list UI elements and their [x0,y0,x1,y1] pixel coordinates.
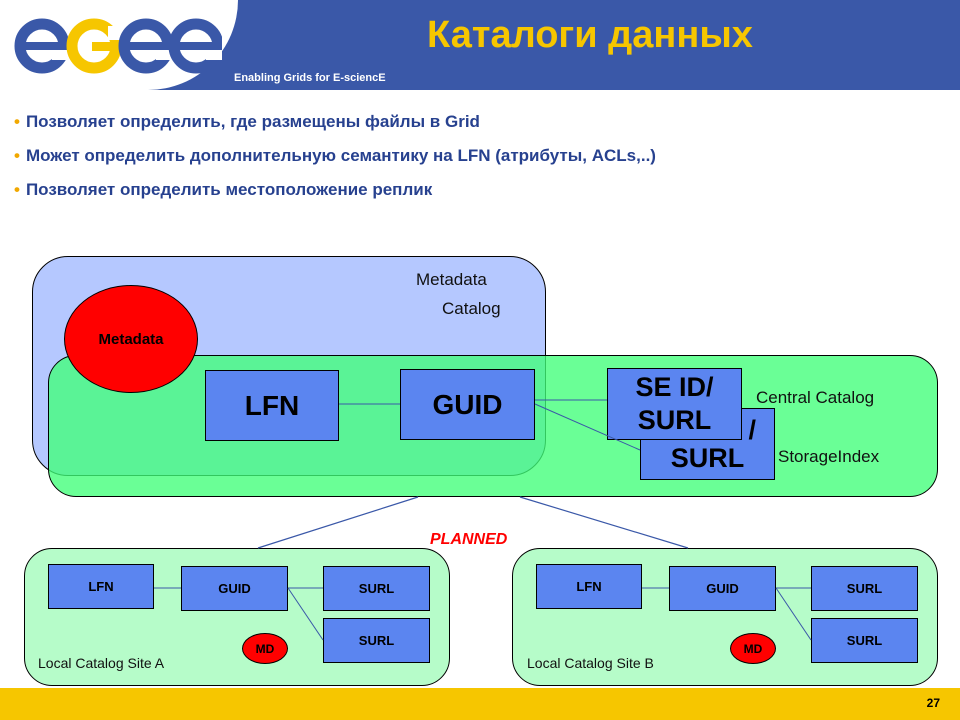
metadata-catalog-label-2: Catalog [442,299,501,318]
bullet-dot-icon: • [14,112,20,131]
slide-title: Каталоги данных [427,14,753,56]
local-b-surl-box-1: SURL [811,566,918,611]
storage-index-label: StorageIndex [778,447,880,466]
local-b-guid-box: GUID [669,566,776,611]
local-a-surl-box-2: SURL [323,618,430,663]
central-seid-front-box: SE ID/ SURL [607,368,742,440]
metadata-catalog-label-1: Metadata [416,270,487,289]
bullet-dot-icon: • [14,146,20,165]
egee-logo-icon [14,18,222,74]
local-b-lfn-box: LFN [536,564,642,609]
bullet-item: •Позволяет определить местоположение реп… [14,180,433,199]
logo-plate [0,0,238,90]
local-b-label: Local Catalog Site B [527,655,654,671]
local-a-md-ellipse: MD [242,633,288,664]
central-lfn-box: LFN [205,370,339,441]
bullet-item: •Может определить дополнительную семанти… [14,146,656,165]
local-a-guid-box: GUID [181,566,288,611]
tagline: Enabling Grids for E-sciencE [234,72,386,84]
central-guid-box: GUID [400,369,535,440]
central-catalog-label: Central Catalog [756,388,875,407]
local-b-md-ellipse: MD [730,633,776,664]
footer-bar [0,688,960,720]
local-a-label: Local Catalog Site A [38,655,165,671]
bullet-item: •Позволяет определить, где размещены фай… [14,112,480,131]
local-b-surl-box-2: SURL [811,618,918,663]
local-a-lfn-box: LFN [48,564,154,609]
planned-label: PLANNED [430,531,508,548]
local-a-surl-box-1: SURL [323,566,430,611]
metadata-ellipse: Metadata [64,285,198,393]
bullet-dot-icon: • [14,180,20,199]
line-central-local-a [257,496,419,549]
line-central-local-b [519,496,689,549]
page-number: 27 [926,696,940,710]
bullet-list: •Позволяет определить, где размещены фай… [14,112,944,214]
seid-back-surl: SURL [670,442,745,473]
seid-back-slash: / [748,415,756,445]
